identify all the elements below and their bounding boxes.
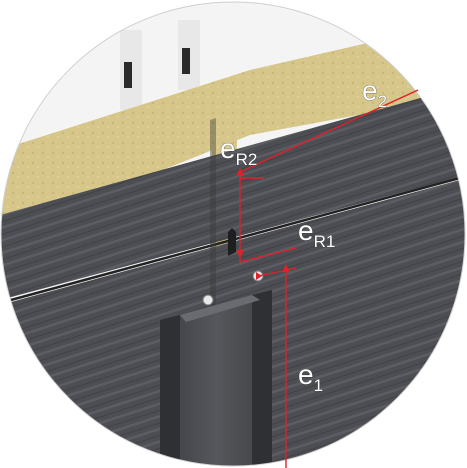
e2-dimension-line [239, 89, 419, 173]
arrow-head [256, 272, 262, 280]
bracket [182, 48, 190, 74]
arrow-head [236, 250, 244, 258]
vertical-cassette-panel [160, 290, 272, 466]
label-e2: e2 [362, 75, 387, 111]
arrow-head [282, 264, 290, 272]
screw-head [202, 294, 214, 306]
dimension-arrows [236, 168, 290, 280]
eR1-lower-line [257, 267, 297, 277]
cassette-edge-left [160, 315, 180, 466]
label-e1: e1 [298, 359, 323, 395]
label-eR1: eR1 [298, 215, 335, 251]
label-eR2: eR2 [220, 133, 257, 169]
dimension-lines [239, 89, 419, 468]
eR1-dimension-line [239, 247, 297, 263]
bracket [124, 62, 132, 88]
arrow-head [236, 168, 244, 176]
cassette-return [180, 295, 260, 322]
fixing-clip [228, 228, 236, 256]
upper-panel [1, 85, 465, 300]
cassette-edge-right [252, 290, 272, 466]
vertical-joint-gap [210, 118, 216, 307]
